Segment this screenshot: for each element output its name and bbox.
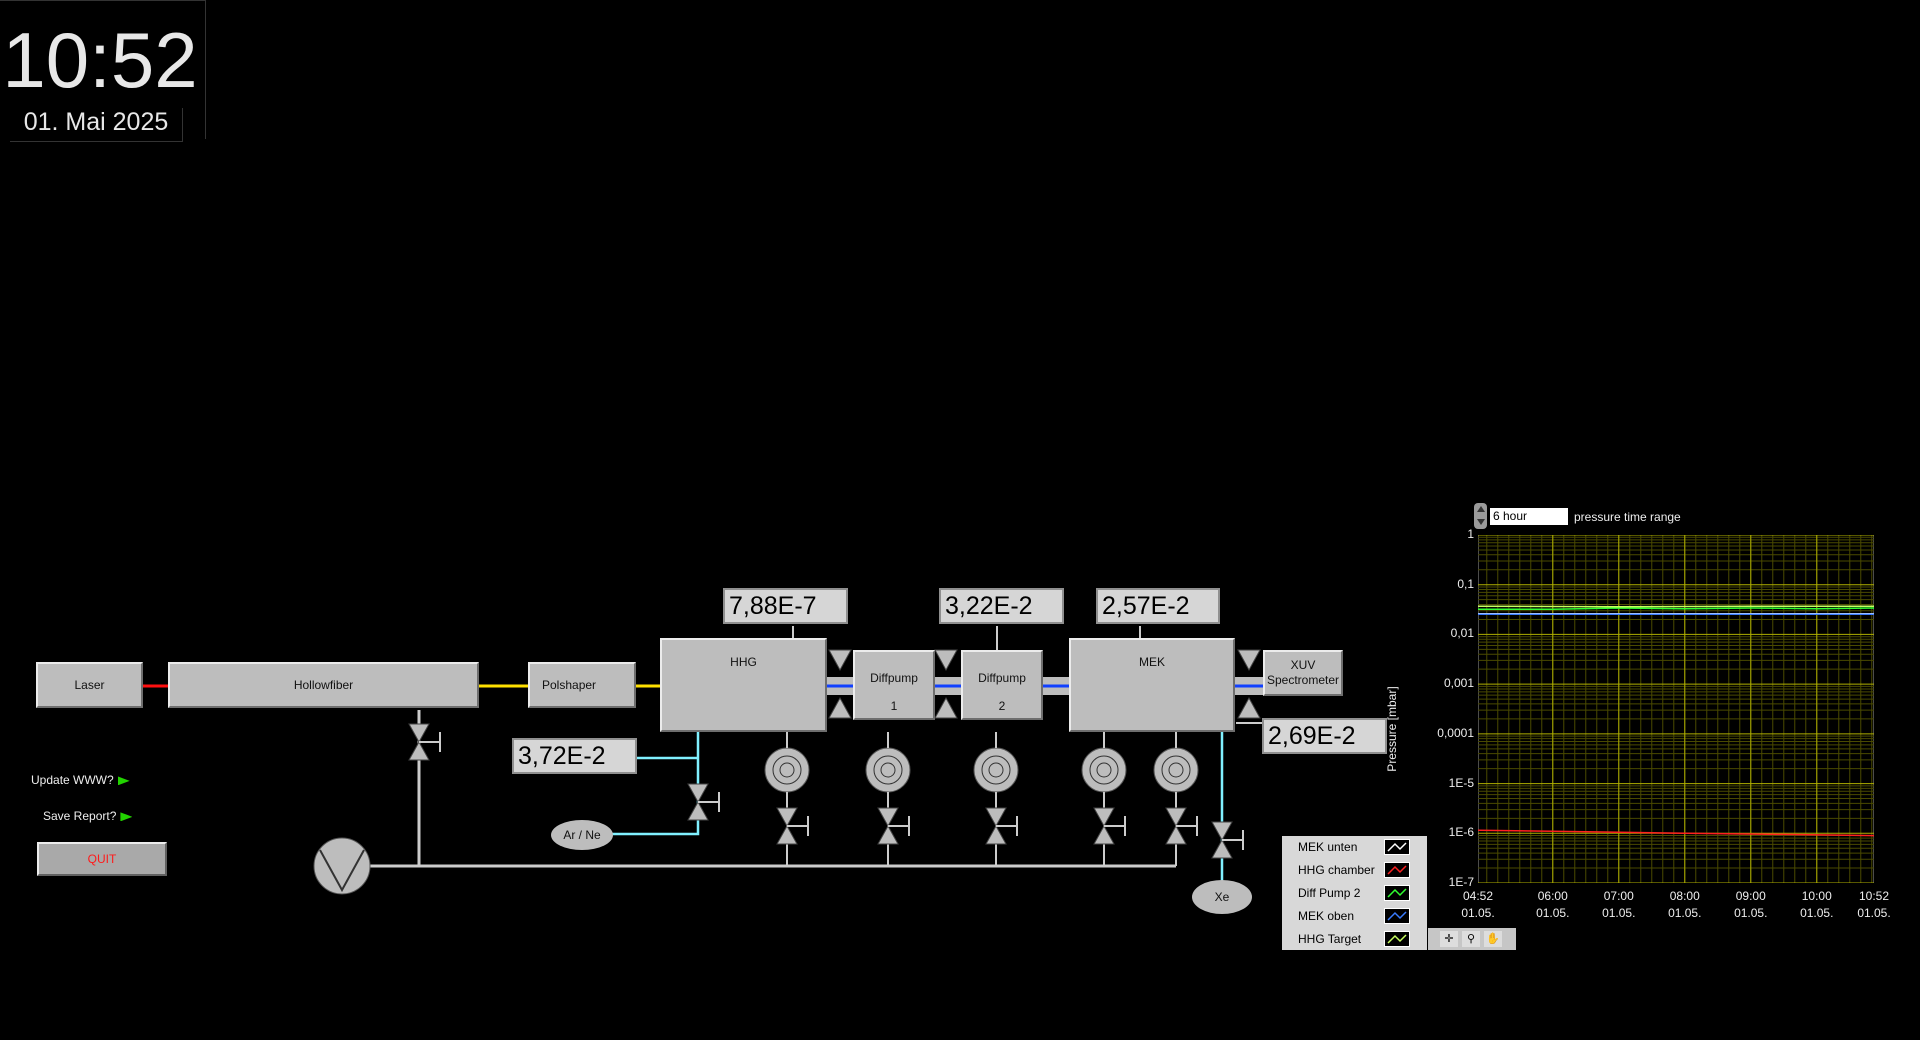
polshaper-box: Polshaper <box>528 662 636 708</box>
xuv-spectrometer-box: XUV Spectrometer <box>1263 650 1343 696</box>
legend-item-label: HHG chamber <box>1298 863 1375 877</box>
pan-hand-icon[interactable]: ✋ <box>1484 931 1502 947</box>
mek-top-pressure-readout: 2,57E-2 <box>1096 588 1220 624</box>
legend-item-label: MEK unten <box>1298 840 1358 854</box>
laser-box: Laser <box>36 662 143 708</box>
legend-swatch-icon[interactable] <box>1384 908 1410 924</box>
polshaper-label: Polshaper <box>542 678 597 692</box>
legend-item[interactable]: HHG Target <box>1282 928 1427 950</box>
series-line <box>1478 607 1874 611</box>
hhg-target-pressure-readout: 3,72E-2 <box>512 738 637 774</box>
quit-button[interactable]: QUIT <box>37 842 167 876</box>
y-tick-label: 0,0001 <box>1437 725 1474 740</box>
zoom-select-icon[interactable]: ⚲ <box>1462 931 1480 947</box>
y-axis-label: Pressure [mbar] <box>1385 686 1399 772</box>
save-report-control[interactable]: Save Report? <box>43 809 133 823</box>
legend-swatch-icon[interactable] <box>1384 885 1410 901</box>
legend-item[interactable]: Diff Pump 2 <box>1282 882 1427 904</box>
graph-palette[interactable]: ✛ ⚲ ✋ <box>1428 928 1516 950</box>
legend-item[interactable]: MEK unten <box>1282 836 1427 858</box>
y-tick-label: 1E-6 <box>1448 825 1474 840</box>
hollowfiber-label: Hollowfiber <box>293 678 354 692</box>
save-report-led-icon[interactable] <box>120 812 133 822</box>
y-tick-label: 1 <box>1467 527 1474 541</box>
y-tick-label: 0,01 <box>1450 626 1474 641</box>
update-www-control[interactable]: Update WWW? <box>31 773 130 787</box>
series-line <box>1478 829 1874 837</box>
diffpump2-label: Diffpump <box>978 671 1026 685</box>
legend-item[interactable]: HHG chamber <box>1282 859 1427 881</box>
plot-area <box>1478 535 1874 883</box>
clock-panel: 10:52 01. Mai 2025 <box>0 0 206 142</box>
time-range-spinner[interactable] <box>1474 503 1487 529</box>
diffpump1-label: Diffpump <box>870 671 918 685</box>
hollowfiber-box: Hollowfiber <box>168 662 479 708</box>
legend-swatch-icon[interactable] <box>1384 862 1410 878</box>
diffpump2-chamber: Diffpump 2 <box>961 650 1043 720</box>
hhg-label: HHG <box>730 655 757 669</box>
clock-time: 10:52 <box>2 16 198 104</box>
legend-swatch-icon[interactable] <box>1384 931 1410 947</box>
roughing-pump-icon <box>313 837 371 895</box>
hhg-chamber: HHG <box>660 638 827 732</box>
valves <box>408 649 1261 859</box>
y-tick-label: 0,001 <box>1443 676 1474 691</box>
diffpump2-number: 2 <box>998 699 1006 713</box>
gas-xe-label: Xe <box>1214 890 1230 904</box>
pressure-chart[interactable] <box>1478 535 1874 883</box>
gas-ar-ne-label: Ar / Ne <box>563 828 601 842</box>
diffpump1-chamber: Diffpump 1 <box>853 650 935 720</box>
diffpump1-number: 1 <box>890 699 898 713</box>
xuv-label-2: Spectrometer <box>1266 673 1340 687</box>
legend-item-label: Diff Pump 2 <box>1298 886 1361 900</box>
y-tick-label: 1E-7 <box>1448 875 1474 889</box>
legend-item[interactable]: MEK oben <box>1282 905 1427 927</box>
legend-item-label: HHG Target <box>1298 932 1362 946</box>
gas-bottle-ar-ne: Ar / Ne <box>551 820 613 850</box>
time-range-label: pressure time range <box>1574 510 1681 524</box>
series-line <box>1478 605 1874 608</box>
mek-label: MEK <box>1138 655 1165 669</box>
clock-date: 01. Mai 2025 <box>10 108 183 142</box>
mek-chamber: MEK <box>1069 638 1235 732</box>
spinner-up-icon[interactable] <box>1477 506 1485 512</box>
gas-bottle-xe: Xe <box>1192 880 1252 914</box>
time-range-input[interactable]: 6 hour <box>1490 508 1568 525</box>
legend-item-label: MEK oben <box>1298 909 1355 923</box>
laser-label: Laser <box>74 678 105 692</box>
save-report-label: Save Report? <box>43 809 117 823</box>
legend-swatch-icon[interactable] <box>1384 839 1410 855</box>
y-tick-label: 0,1 <box>1457 576 1474 591</box>
diffpump2-pressure-readout: 3,22E-2 <box>939 588 1064 624</box>
y-tick-label: 1E-5 <box>1448 775 1474 790</box>
xuv-label-1: XUV <box>1290 658 1316 672</box>
zoom-tool-icon[interactable]: ✛ <box>1440 931 1458 947</box>
update-www-label: Update WWW? <box>31 773 114 787</box>
spinner-down-icon[interactable] <box>1477 519 1485 525</box>
hhg-pressure-readout: 7,88E-7 <box>723 588 848 624</box>
mek-bottom-pressure-readout: 2,69E-2 <box>1262 718 1387 754</box>
update-www-led-icon[interactable] <box>117 776 130 786</box>
